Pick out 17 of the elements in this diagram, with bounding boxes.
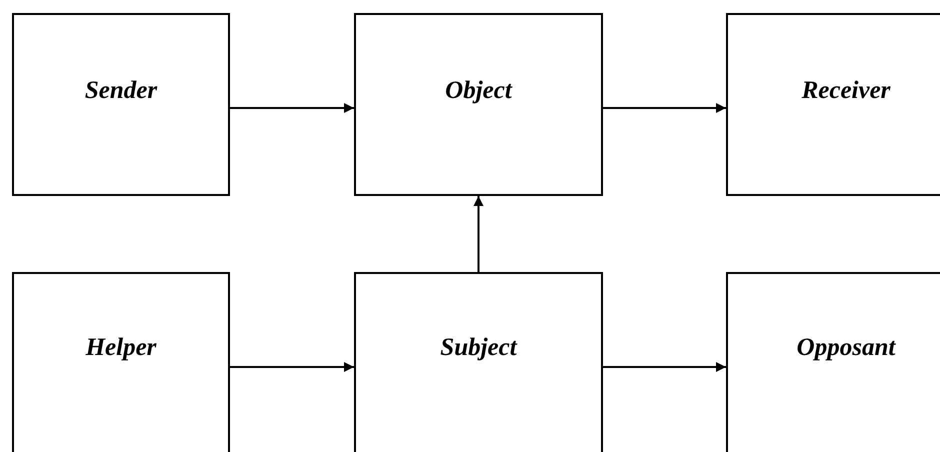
arrow [230, 362, 354, 372]
node-label: Helper [86, 334, 156, 362]
node-label: Subject [440, 334, 517, 362]
arrow [474, 196, 484, 272]
node-label: Sender [84, 77, 158, 105]
node-label: Opposant [796, 334, 896, 362]
text-box [726, 272, 940, 452]
node-label: Receiver [802, 77, 890, 105]
arrow [230, 103, 354, 113]
text-box [726, 13, 940, 196]
node-label: Object [445, 77, 512, 105]
text-box [354, 272, 603, 452]
text-box [12, 13, 230, 196]
text-box [354, 13, 603, 196]
arrow [603, 103, 726, 113]
text-box [12, 272, 230, 452]
arrow [603, 362, 726, 372]
